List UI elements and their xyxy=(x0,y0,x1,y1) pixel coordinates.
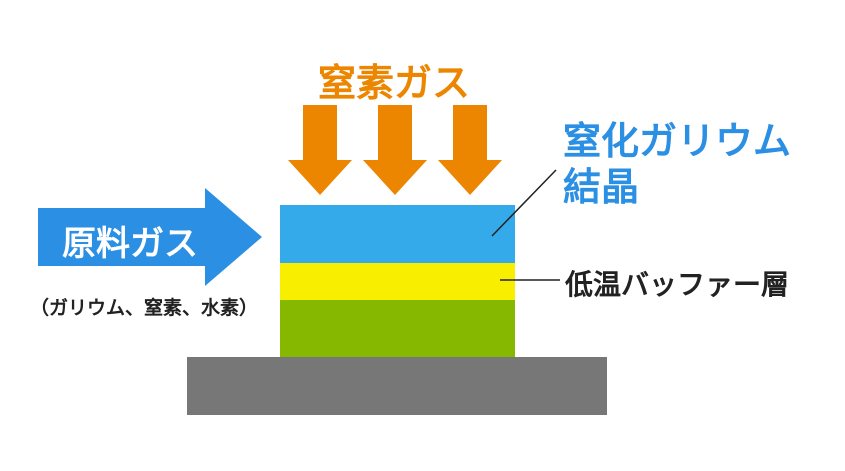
nitrogen-arrows xyxy=(288,105,502,195)
gan-crystal-label: 窒化ガリウム 結晶 xyxy=(563,118,791,210)
buffer-layer-label: 低温バッファー層 xyxy=(565,268,790,301)
substrate xyxy=(187,357,607,415)
arrow-down-icon xyxy=(363,105,427,195)
gan-label-line2: 結晶 xyxy=(563,165,640,209)
base-layer xyxy=(280,300,515,357)
source-gas-arrow xyxy=(38,188,262,286)
gan-leader-line xyxy=(491,169,557,237)
source-gas-label: 原料ガス xyxy=(62,224,198,264)
nitrogen-gas-label: 窒素ガス xyxy=(318,61,471,105)
arrow-down-icon xyxy=(288,105,352,195)
gan-crystal-layer xyxy=(280,205,515,263)
buffer-layer xyxy=(280,263,515,300)
gan-label-line1: 窒化ガリウム xyxy=(563,119,792,163)
arrow-down-icon xyxy=(438,105,502,195)
source-gas-components: （ガリウム、窒素、水素） xyxy=(30,297,259,319)
